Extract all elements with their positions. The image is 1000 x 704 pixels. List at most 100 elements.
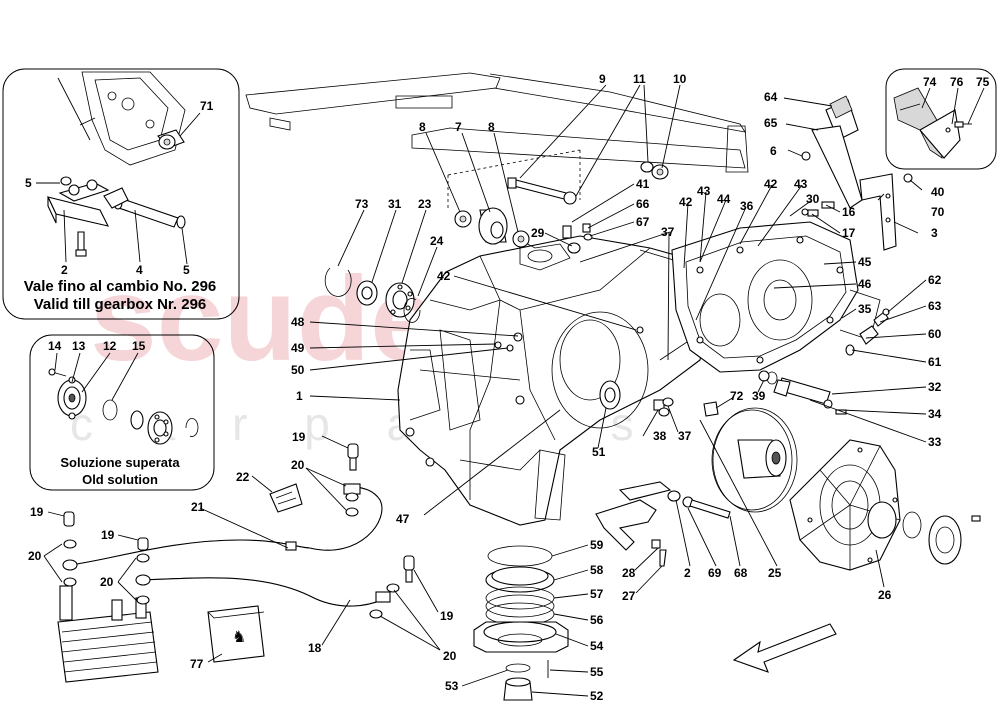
inset-old-solution-line1: Soluzione superata [60, 455, 180, 470]
oil-sump-assembly [473, 545, 569, 701]
gearbox-housing [397, 235, 713, 526]
label-1: 1 [296, 389, 303, 403]
label-37a: 37 [661, 225, 675, 239]
label-19c: 19 [101, 528, 115, 542]
label-26: 26 [878, 588, 892, 602]
label-57: 57 [590, 587, 604, 601]
label-37b: 37 [678, 429, 692, 443]
label-58: 58 [590, 563, 604, 577]
label-48: 48 [291, 315, 305, 329]
label-65: 65 [764, 116, 778, 130]
label-60: 60 [928, 327, 942, 341]
label-19a: 19 [292, 430, 306, 444]
label-47: 47 [396, 512, 410, 526]
label-73: 73 [355, 197, 369, 211]
inset-top-right [885, 68, 997, 170]
label-42c: 42 [764, 177, 778, 191]
label-13: 13 [72, 339, 86, 353]
inset-old-solution: Soluzione superata Old solution [29, 334, 215, 491]
label-7: 7 [455, 120, 462, 134]
label-54: 54 [590, 639, 604, 653]
label-43b: 43 [794, 177, 808, 191]
label-16: 16 [842, 205, 856, 219]
label-77: 77 [190, 657, 204, 671]
label-5a: 5 [25, 176, 32, 190]
prancing-horse-icon: ♞ [232, 629, 246, 646]
label-29: 29 [531, 226, 545, 240]
label-53: 53 [445, 679, 459, 693]
leader-lines [40, 84, 927, 697]
label-75: 75 [976, 75, 990, 89]
inset-old-solution-line2: Old solution [82, 472, 158, 487]
end-cover [789, 439, 981, 571]
label-68: 68 [734, 566, 748, 580]
label-17: 17 [842, 226, 856, 240]
label-40: 40 [931, 185, 945, 199]
accessory-kit: ♞ [207, 605, 265, 663]
shaft-32 [766, 371, 847, 415]
label-15: 15 [132, 339, 146, 353]
label-11: 11 [633, 72, 646, 86]
rear-housing [671, 221, 881, 373]
label-8a: 8 [419, 120, 426, 134]
direction-arrow-icon [732, 623, 837, 673]
oil-cooler [57, 511, 159, 683]
label-66: 66 [636, 197, 650, 211]
label-71: 71 [200, 99, 214, 113]
label-61: 61 [928, 355, 942, 369]
label-74: 74 [923, 75, 937, 89]
label-72: 72 [730, 389, 744, 403]
label-45: 45 [858, 255, 872, 269]
label-33: 33 [928, 435, 942, 449]
inset-valid-till-line2: Valid till gearbox Nr. 296 [34, 296, 207, 313]
label-41: 41 [636, 177, 650, 191]
label-64: 64 [764, 90, 778, 104]
label-36: 36 [740, 199, 754, 213]
label-34: 34 [928, 407, 942, 421]
label-35: 35 [858, 302, 872, 316]
label-31: 31 [388, 197, 402, 211]
label-42a: 42 [437, 269, 451, 283]
label-55: 55 [590, 665, 604, 679]
label-12: 12 [103, 339, 117, 353]
label-70: 70 [931, 205, 945, 219]
inset-valid-till-296: Vale fino al cambio No. 296 Valid till g… [2, 68, 240, 320]
label-25: 25 [768, 566, 782, 580]
label-43a: 43 [697, 184, 711, 198]
label-22: 22 [236, 470, 250, 484]
label-24: 24 [430, 234, 444, 248]
label-9: 9 [599, 72, 606, 86]
label-28: 28 [622, 566, 636, 580]
label-18: 18 [308, 641, 322, 655]
mounting-brackets [801, 95, 913, 251]
chassis-frame-outline [245, 72, 749, 210]
label-52: 52 [590, 689, 604, 703]
label-3: 3 [931, 226, 938, 240]
label-59: 59 [590, 538, 604, 552]
label-10: 10 [673, 72, 687, 86]
label-76: 76 [950, 75, 964, 89]
label-69: 69 [708, 566, 722, 580]
gasket-and-diff [711, 407, 798, 513]
label-63: 63 [928, 299, 942, 313]
sensor-parts [845, 308, 890, 356]
seals-middle [599, 370, 770, 417]
bearing-rings [324, 267, 421, 323]
label-5b: 5 [183, 263, 190, 277]
label-67: 67 [636, 215, 650, 229]
label-2a: 2 [61, 263, 68, 277]
label-20d: 20 [443, 649, 457, 663]
label-46: 46 [858, 277, 872, 291]
label-62: 62 [928, 273, 942, 287]
label-42b: 42 [679, 195, 693, 209]
label-51: 51 [592, 445, 606, 459]
label-19b: 19 [30, 505, 44, 519]
label-4: 4 [136, 263, 143, 277]
label-23: 23 [418, 197, 432, 211]
label-50: 50 [291, 363, 305, 377]
label-14: 14 [48, 339, 62, 353]
label-6: 6 [770, 144, 777, 158]
label-2b: 2 [684, 566, 691, 580]
label-32: 32 [928, 380, 942, 394]
